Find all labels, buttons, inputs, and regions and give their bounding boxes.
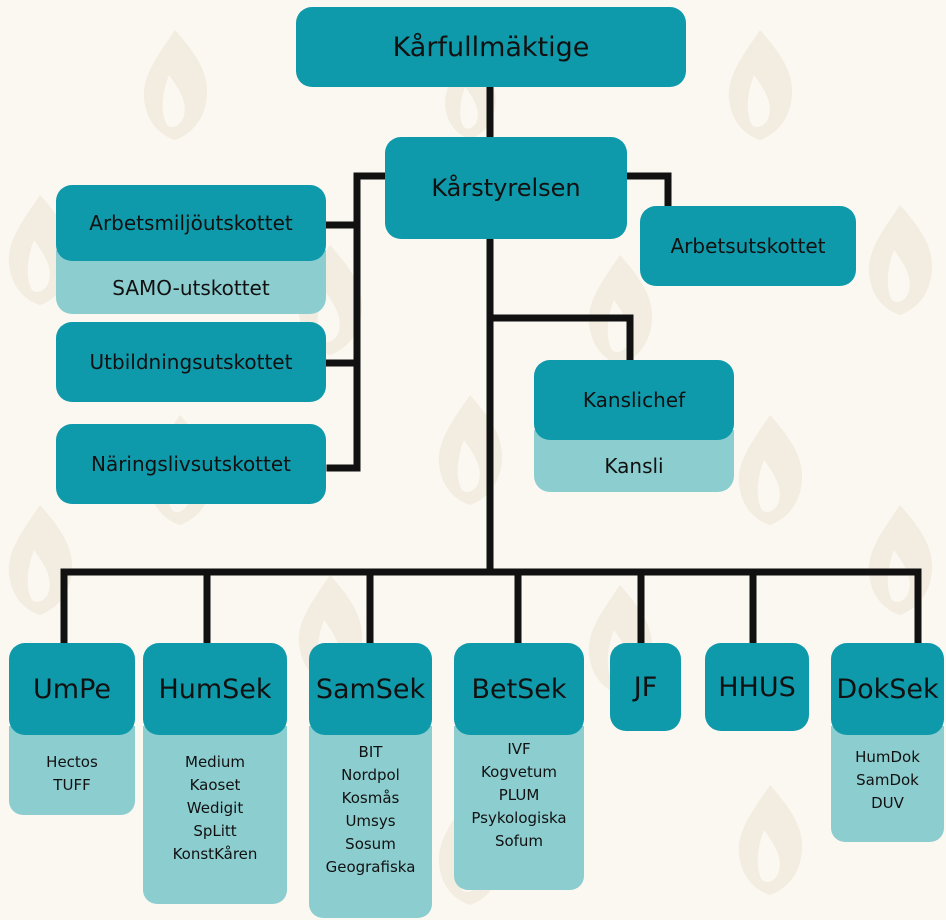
section-samsek: SamSek bbox=[309, 643, 432, 735]
node-business-committee: Näringslivsutskottet bbox=[56, 424, 326, 504]
member-item: KonstKåren bbox=[172, 845, 258, 863]
section-humsek: HumSek bbox=[143, 643, 287, 735]
member-item: PLUM bbox=[498, 786, 540, 804]
member-item: Psykologiska bbox=[471, 809, 567, 827]
member-item: SpLitt bbox=[193, 822, 237, 840]
section-humsek-members: Medium Kaoset Wedigit SpLitt KonstKåren bbox=[143, 726, 287, 904]
section-samsek-members: BIT Nordpol Kosmås Umsys Sosum Geografis… bbox=[309, 726, 432, 918]
section-umpe: UmPe bbox=[9, 643, 135, 735]
member-item: IVF bbox=[507, 740, 531, 758]
section-betsek-members: IVF Kogvetum PLUM Psykologiska Sofum bbox=[454, 726, 584, 890]
member-item: Kogvetum bbox=[481, 763, 557, 781]
node-office-head: Kanslichef bbox=[534, 360, 734, 440]
member-item: HumDok bbox=[855, 748, 920, 766]
section-doksek-members: HumDok SamDok DUV bbox=[831, 726, 944, 842]
member-item: Sofum bbox=[494, 832, 544, 850]
member-item: Sosum bbox=[345, 835, 396, 853]
member-item: Kosmås bbox=[341, 789, 400, 807]
member-item: BIT bbox=[358, 743, 383, 761]
member-item: Kaoset bbox=[189, 776, 241, 794]
node-office: Kansli bbox=[534, 430, 734, 492]
node-education-committee: Utbildningsutskottet bbox=[56, 322, 326, 402]
member-item: Umsys bbox=[345, 812, 396, 830]
member-item: Medium bbox=[185, 753, 245, 771]
section-jf: JF bbox=[610, 643, 681, 731]
section-betsek: BetSek bbox=[454, 643, 584, 735]
node-work-env-committee: Arbetsmiljöutskottet bbox=[56, 185, 326, 261]
member-item: TUFF bbox=[53, 776, 91, 794]
section-doksek: DokSek bbox=[831, 643, 944, 735]
member-item: Nordpol bbox=[341, 766, 400, 784]
member-item: SamDok bbox=[856, 771, 919, 789]
member-item: Wedigit bbox=[186, 799, 244, 817]
section-umpe-members: Hectos TUFF bbox=[9, 726, 135, 815]
member-item: Geografiska bbox=[325, 858, 416, 876]
member-item: DUV bbox=[871, 794, 904, 812]
node-work-committee: Arbetsutskottet bbox=[640, 206, 856, 286]
member-item: Hectos bbox=[46, 753, 98, 771]
section-hhus: HHUS bbox=[705, 643, 809, 731]
node-top: Kårfullmäktige bbox=[296, 7, 686, 87]
node-board: Kårstyrelsen bbox=[385, 137, 627, 239]
